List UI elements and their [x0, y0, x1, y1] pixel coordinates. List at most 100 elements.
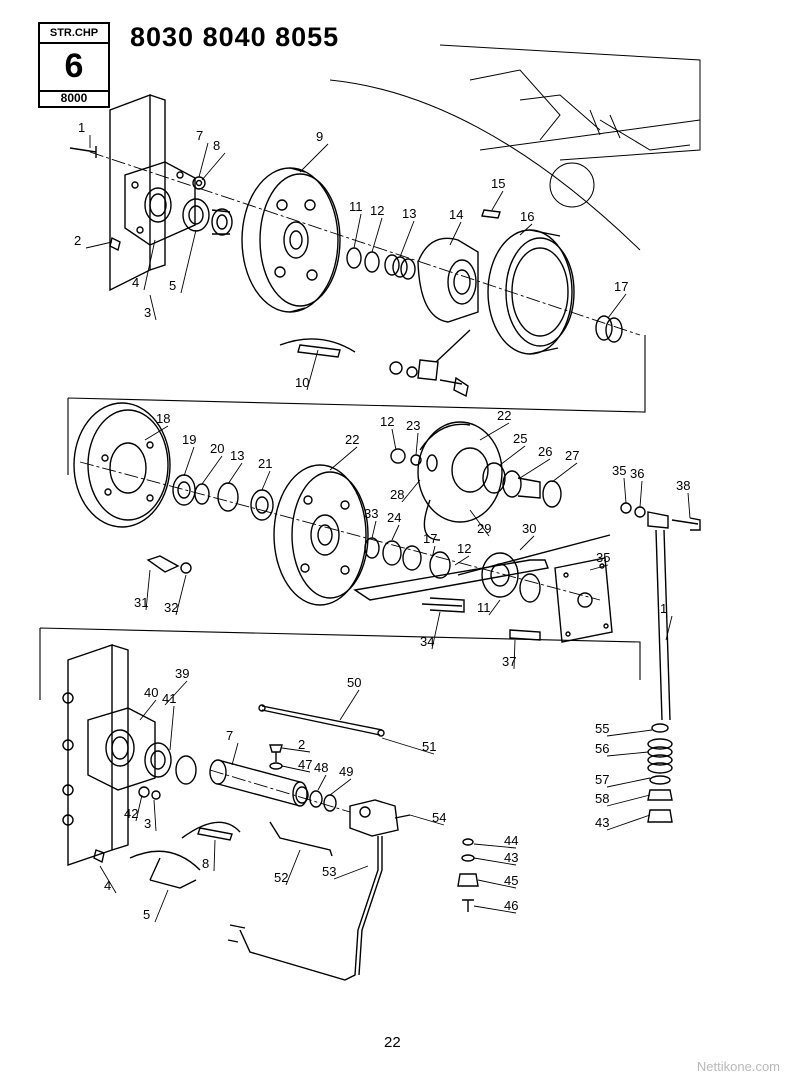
part-callout-22: 22 [345, 432, 359, 447]
part-callout-19: 19 [182, 432, 196, 447]
part-callout-11: 11 [349, 199, 363, 214]
callout-leader [519, 223, 533, 236]
callout-leader [329, 446, 358, 471]
part-callout-28: 28 [390, 487, 404, 502]
callout-leader [329, 778, 352, 796]
link-54-55 [258, 704, 385, 737]
bracket-56 [269, 821, 333, 857]
callout-leader [164, 680, 188, 706]
part-callout-52: 52 [274, 870, 288, 885]
part-callout-9: 9 [316, 129, 323, 144]
part-callout-1: 1 [78, 120, 85, 135]
callout-leader [285, 849, 301, 886]
part-callout-54: 54 [432, 810, 446, 825]
part-callout-12: 12 [370, 203, 384, 218]
callout-leader [391, 524, 400, 541]
pulley-25 [273, 464, 369, 606]
callout-leader [227, 462, 243, 485]
callout-leader [473, 843, 517, 849]
part-callout-42: 42 [124, 806, 138, 821]
part-callout-27: 27 [565, 448, 579, 463]
part-callout-5: 5 [143, 907, 150, 922]
part-callout-31: 31 [134, 595, 148, 610]
part-callout-12: 12 [380, 414, 394, 429]
part-callout-38: 38 [676, 478, 690, 493]
part-callout-3: 3 [144, 305, 151, 320]
part-callout-13: 13 [402, 206, 416, 221]
part-callout-24: 24 [387, 510, 401, 525]
part-callout-57: 57 [595, 772, 609, 787]
callout-leader [175, 574, 187, 616]
part-callout-16: 16 [520, 209, 534, 224]
callout-leader [180, 229, 197, 294]
part-callout-48: 48 [314, 760, 328, 775]
clutch-drum-20 [487, 229, 575, 355]
part-callout-29: 29 [477, 521, 491, 536]
callout-leader [589, 564, 609, 571]
part-callout-3: 3 [144, 816, 151, 831]
part-callout-43: 43 [595, 815, 609, 830]
chapter-box: STR.CHP 6 8000 [38, 22, 110, 108]
callout-leader [454, 555, 470, 566]
callout-leader [415, 432, 419, 456]
callout-leader [333, 865, 369, 880]
model-numbers: 8030 8040 8055 [130, 22, 340, 52]
part-callout-23: 23 [406, 418, 420, 433]
callout-leader [473, 857, 517, 866]
shaft-axis-bottom [209, 769, 351, 813]
part-callout-35: 35 [596, 550, 610, 565]
part-callout-17: 17 [423, 531, 437, 546]
callout-leader [144, 425, 169, 441]
chapter-section: 8000 [60, 91, 88, 105]
callout-leader [306, 349, 319, 391]
callout-leader [479, 422, 510, 441]
callout-leader [317, 774, 327, 791]
part-callout-20: 20 [210, 441, 224, 456]
bearing-13-right [595, 315, 623, 343]
part-callout-39: 39 [175, 666, 189, 681]
callout-leader [371, 217, 383, 253]
chapter-number: 6 [40, 42, 108, 92]
callout-leader [231, 742, 239, 766]
part-callout-7: 7 [226, 728, 233, 743]
mount-bracket-lower [62, 644, 156, 866]
page-number: 22 [384, 1034, 401, 1051]
switch-57 [349, 799, 411, 837]
callout-leader [145, 569, 151, 611]
bearing-set-5-lower [93, 742, 197, 864]
callout-leader [169, 705, 175, 751]
part-callout-13: 13 [230, 448, 244, 463]
callout-leader [606, 777, 651, 788]
part-callout-44: 44 [504, 833, 518, 848]
mount-bracket-upper [69, 93, 196, 292]
part-callout-53: 53 [322, 864, 336, 879]
part-callout-37: 37 [502, 654, 516, 669]
callout-leader [183, 446, 195, 477]
snap-rings-11-12-34 [364, 537, 451, 579]
part-callout-4: 4 [104, 878, 111, 893]
part-callout-30: 30 [522, 521, 536, 536]
callout-leader [665, 615, 673, 641]
flange-disc-21 [73, 402, 171, 528]
callout-leader [639, 480, 643, 508]
part-callout-22: 22 [497, 408, 511, 423]
callout-leader [399, 220, 415, 258]
part-callout-10: 10 [295, 375, 309, 390]
callout-leader [381, 737, 435, 755]
part-callout-58: 58 [595, 791, 609, 806]
callout-leader [606, 751, 649, 757]
callout-leader [606, 729, 653, 737]
callout-leader [513, 639, 516, 670]
part-callout-21: 21 [258, 456, 272, 471]
callout-leader [99, 865, 117, 894]
callout-leader [85, 241, 113, 249]
bracket-47 [129, 850, 201, 889]
part-callout-25: 25 [513, 431, 527, 446]
callout-leader [491, 190, 504, 211]
machine-sketch [329, 44, 701, 251]
clutch-plate-29 [390, 421, 503, 541]
callout-leader [281, 747, 311, 753]
part-callout-56: 56 [595, 741, 609, 756]
cable-58 [227, 836, 383, 981]
